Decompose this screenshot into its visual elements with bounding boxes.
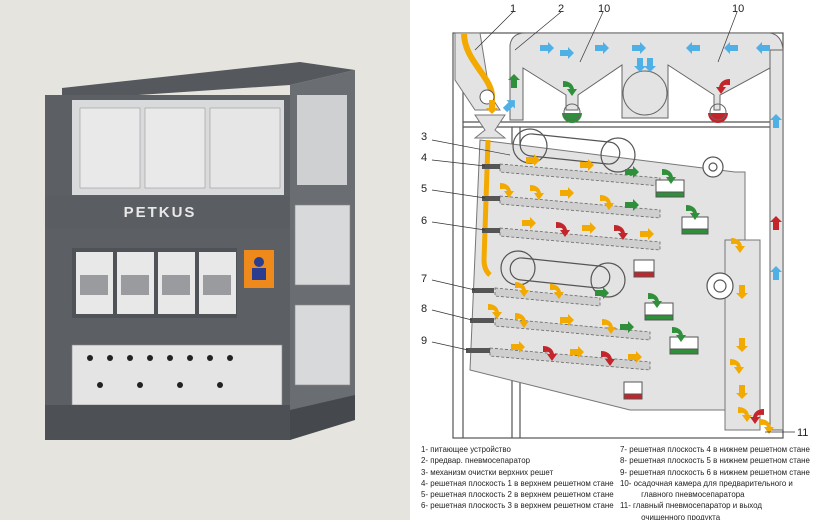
legend-item-continuation: очищенного продукта bbox=[641, 511, 721, 520]
legend-right: 7- решетная плоскость 4 в нижнем решетно… bbox=[620, 444, 810, 520]
callout-7: 7 bbox=[421, 273, 427, 285]
machine-photo: PETKUS bbox=[0, 0, 410, 520]
legend-item-continuation: главного пневмосепаратора bbox=[641, 489, 745, 500]
callout-10b: 10 bbox=[732, 3, 744, 15]
callout-8: 8 bbox=[421, 303, 427, 315]
legend-item: 11- главный пневмосепаратор и выход bbox=[620, 500, 762, 511]
legend-item: 8- решетная плоскость 5 в нижнем решетно… bbox=[620, 455, 810, 466]
callout-9: 9 bbox=[421, 335, 427, 347]
legend-item: 3- механизм очистки верхних решет bbox=[421, 466, 554, 477]
legend-item: 10- осадочная камера для предварительног… bbox=[620, 477, 793, 488]
legend-item: 1- питающее устройство bbox=[421, 444, 511, 454]
legend-item: 7- решетная плоскость 4 в нижнем решетно… bbox=[620, 444, 810, 454]
callout-10a: 10 bbox=[598, 3, 610, 15]
separator-diagram: 1 2 10 10 3 4 5 6 7 8 9 11 bbox=[421, 3, 808, 439]
callout-6: 6 bbox=[421, 215, 427, 227]
callout-4: 4 bbox=[421, 152, 427, 164]
legend-item: 5- решетная плоскость 2 в верхнем решетн… bbox=[421, 489, 614, 500]
callout-1: 1 bbox=[510, 3, 516, 15]
legend-item: 9- решетная плоскость 6 в нижнем решетно… bbox=[620, 466, 810, 477]
callout-5: 5 bbox=[421, 183, 427, 195]
brand-label: PETKUS bbox=[124, 204, 197, 221]
legend-left: 1- питающее устройство 2- предвар. пневм… bbox=[421, 444, 614, 512]
callout-11: 11 bbox=[797, 427, 808, 439]
legend-item: 2- предвар. пневмосепаратор bbox=[421, 455, 531, 466]
callout-3: 3 bbox=[421, 131, 427, 143]
legend-item: 6- решетная плоскость 3 в верхнем решетн… bbox=[421, 500, 614, 511]
legend-item: 4- решетная плоскость 1 в верхнем решетн… bbox=[421, 477, 614, 488]
callout-2: 2 bbox=[558, 3, 564, 15]
